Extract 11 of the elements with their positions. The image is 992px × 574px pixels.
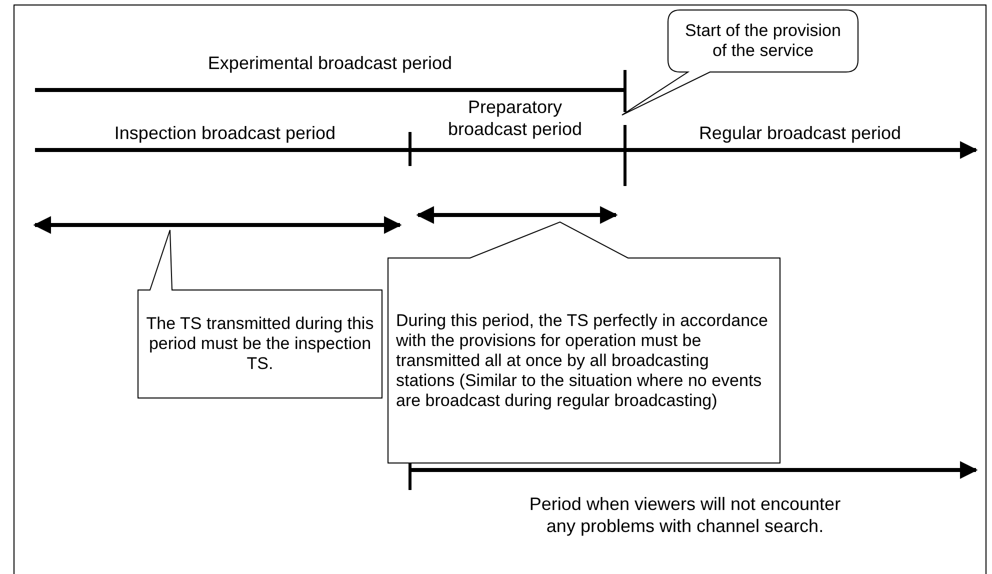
callout-text: During this period, the TS perfectly in accordance with the provisions for operation must be transmitted all at once by all broadcasting stations (Similar to the situation where no events are broadcast during regular broadcasting) [396, 310, 769, 410]
period-label: Experimental broadcast period [206, 52, 454, 74]
period-label: Preparatory broadcast period [446, 96, 584, 140]
callout-box [622, 10, 858, 115]
period-label: Regular broadcast period [698, 122, 902, 144]
callout-box [138, 230, 382, 398]
period-label: Period when viewers will not encounter any problems with channel search. [528, 493, 842, 537]
period-label: Inspection broadcast period [113, 122, 337, 144]
callout-text: The TS transmitted during this period must be the inspection TS. [146, 314, 374, 374]
callout-text: Start of the provision of the service [684, 21, 842, 61]
callout-box [388, 222, 780, 463]
